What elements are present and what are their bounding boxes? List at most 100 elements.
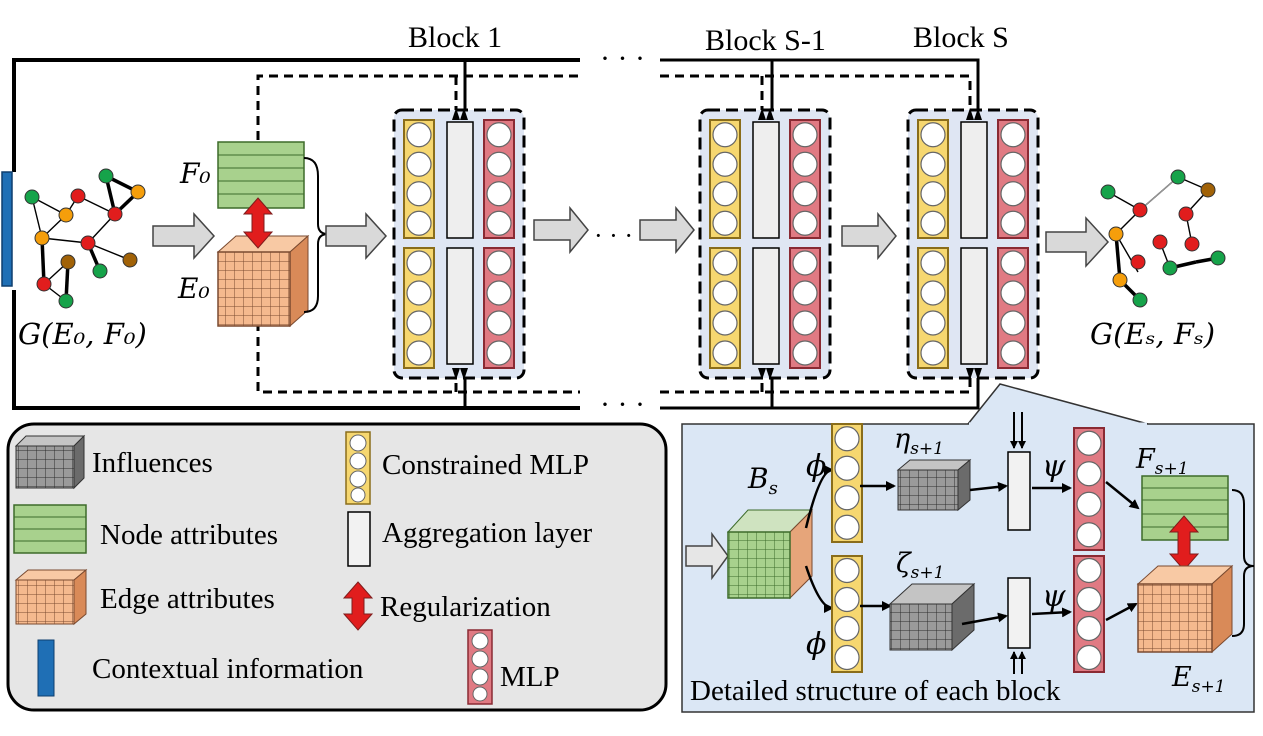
neuron-node (792, 310, 818, 336)
psi-top: ψ (1042, 449, 1066, 484)
zeta-influence-cube (888, 582, 976, 652)
neuron-node (792, 250, 818, 276)
neuron-node (1076, 586, 1102, 613)
mlp-column (1073, 427, 1105, 551)
neuron-node (712, 250, 738, 276)
neuron-node (792, 340, 818, 366)
constrained-mlp-column (917, 119, 949, 239)
neuron-node (920, 151, 946, 177)
neuron-node (406, 250, 432, 276)
detail-brace (1231, 489, 1255, 637)
arrowhead-icon (460, 368, 468, 380)
phi-top: ϕ (806, 449, 826, 484)
neuron-node (834, 586, 860, 613)
neuron-node (920, 122, 946, 148)
neuron-node (920, 181, 946, 207)
aggregation-layer-icon (347, 511, 371, 567)
aggregation-layer (446, 121, 474, 239)
middle-dots: · · · (594, 221, 633, 250)
neuron-node (792, 181, 818, 207)
arrowhead-icon (452, 368, 460, 380)
legend-mlp-label: MLP (500, 661, 560, 693)
block-1-title: Block 1 (408, 21, 502, 54)
edge-attributes-cube-icon (14, 568, 88, 626)
legend-node-attributes-label: Node attributes (100, 519, 278, 551)
neuron-node (792, 210, 818, 236)
detail-constrained-mlp-bottom (831, 555, 863, 673)
bs-label: Bs (747, 462, 778, 499)
neuron-node (920, 280, 946, 306)
arrowhead-icon (460, 108, 468, 120)
neuron-node (712, 151, 738, 177)
bottom-gap-dots: · · · (600, 388, 645, 421)
phi-bottom: ϕ (806, 627, 826, 662)
neuron-node (406, 210, 432, 236)
aggregation-layer (446, 247, 474, 365)
neuron-node (1000, 151, 1026, 177)
flow-arrow-input (152, 212, 216, 260)
arrowhead-icon (766, 368, 774, 380)
mlp-column (483, 119, 515, 239)
arrowhead-icon (758, 368, 766, 380)
f0-label: F₀ (179, 157, 211, 190)
neuron-node (1076, 491, 1102, 517)
e-next-label: Es+1 (1171, 662, 1226, 697)
neuron-node (834, 557, 860, 584)
constrained-mlp-column (831, 555, 863, 673)
block-s-1 (698, 108, 832, 380)
flow-arrow-block-s-in (841, 211, 897, 261)
neuron-node (1076, 522, 1102, 548)
psi-bottom: ψ (1042, 579, 1066, 614)
contextual-bar-icon (37, 639, 55, 697)
neuron-node (1000, 340, 1026, 366)
block-s (906, 108, 1040, 380)
detail-mlp-top (1073, 427, 1105, 551)
flow-arrow-output (1045, 216, 1110, 268)
arrowhead-icon (974, 368, 982, 380)
neuron-node (486, 122, 512, 148)
aggregation-layer (960, 121, 988, 239)
neuron-node (486, 250, 512, 276)
f-next-label: Fs+1 (1135, 444, 1189, 479)
neuron-node (1000, 250, 1026, 276)
neuron-node (834, 615, 860, 642)
neuron-node (486, 340, 512, 366)
input-graph (24, 168, 146, 309)
neuron-node (406, 122, 432, 148)
neuron-node (712, 340, 738, 366)
neuron-node (1076, 461, 1102, 487)
constrained-mlp-column (403, 247, 435, 369)
neuron-node (920, 340, 946, 366)
legend-constrained-mlp-label: Constrained MLP (382, 449, 589, 481)
block-s-1-title: Block S-1 (705, 24, 826, 57)
constrained-mlp-icon (345, 431, 371, 505)
contextual-information-bar (1, 171, 13, 287)
mlp-column (789, 247, 821, 369)
neuron-node (712, 280, 738, 306)
neuron-node (834, 514, 860, 540)
neuron-node (486, 210, 512, 236)
node-attributes-icon (13, 504, 87, 554)
aggregation-layer (752, 247, 780, 365)
neuron-node (920, 210, 946, 236)
e-next-edge-attributes (1136, 564, 1234, 654)
influences-cube-icon (14, 434, 86, 490)
neuron-node (1000, 210, 1026, 236)
neuron-node (486, 310, 512, 336)
detail-mlp-bottom (1073, 555, 1105, 673)
e0-label: E₀ (177, 272, 210, 305)
input-graph-label: G(E₀, F₀) (18, 317, 147, 351)
neuron-node (834, 485, 860, 511)
neuron-node (406, 280, 432, 306)
neuron-node (406, 310, 432, 336)
arrowhead-icon (966, 108, 974, 120)
block-1 (392, 108, 526, 380)
neuron-node (1000, 280, 1026, 306)
detail-caption: Detailed structure of each block (690, 675, 1061, 707)
detail-panel: Bs ϕ ϕ ηs+1 ζs+1 (681, 383, 1255, 713)
detail-aggregation-top (1007, 451, 1031, 531)
e0-edge-attributes (216, 234, 310, 328)
arrowhead-icon (758, 108, 766, 120)
neuron-node (792, 122, 818, 148)
